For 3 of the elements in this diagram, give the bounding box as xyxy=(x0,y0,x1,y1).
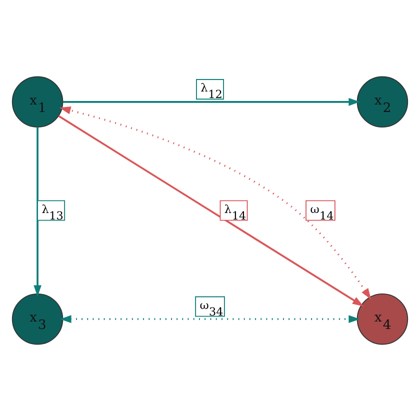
arrow xyxy=(34,126,42,296)
arrow xyxy=(62,97,360,106)
arrow xyxy=(60,314,360,323)
